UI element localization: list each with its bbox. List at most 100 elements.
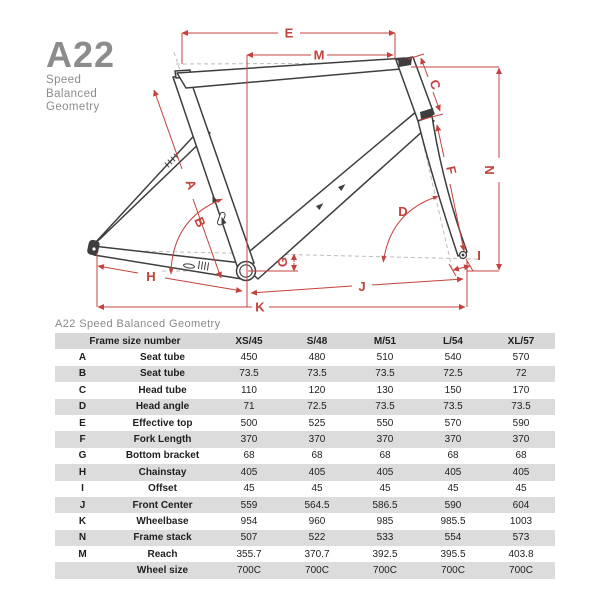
row-key: N	[55, 529, 110, 547]
cell: 700C	[487, 562, 555, 579]
cell: 586.5	[351, 496, 419, 514]
down-tube	[237, 110, 435, 280]
cell: 700C	[419, 562, 487, 579]
cell: 73.5	[419, 398, 487, 415]
cell: 570	[512, 352, 530, 364]
cell: 68	[515, 450, 527, 462]
row-name: Wheelbase	[136, 515, 189, 527]
cell: 522	[283, 529, 351, 547]
cell: 130	[376, 384, 394, 396]
cell: 450	[240, 352, 258, 364]
cell: 1003	[509, 515, 533, 527]
row-name: Wheel size	[110, 562, 215, 579]
dim-label-m: M	[314, 48, 325, 63]
frame-diagram: E M C N F D A B G H I J K	[87, 26, 502, 315]
cell: 403.8	[508, 548, 534, 560]
dimension-letters: E M C N F D A B G H I J K	[146, 26, 497, 315]
dim-label-d: D	[398, 204, 407, 219]
row-key: G	[78, 450, 87, 462]
cell: 45	[447, 483, 459, 495]
row-name: Effective top	[132, 417, 193, 429]
cell: 73.5	[215, 365, 283, 383]
cell: 73.5	[351, 365, 419, 383]
cell: 700C	[283, 562, 351, 579]
cell: 370	[487, 431, 555, 448]
headset-bottom-cap	[420, 108, 434, 119]
cell: 573	[487, 529, 555, 547]
cell: 45	[311, 483, 323, 495]
cell: 405	[487, 464, 555, 481]
cell: 395.5	[440, 548, 466, 560]
cell: 45	[379, 483, 391, 495]
cell: 71	[215, 398, 283, 415]
table-title: A22 Speed Balanced Geometry	[55, 318, 221, 330]
row-key: A	[78, 352, 87, 364]
cell: 73.5	[487, 398, 555, 415]
axle-line	[95, 249, 479, 260]
dim-label-i: I	[477, 248, 481, 263]
seat-angle-arc	[170, 199, 221, 271]
dim-label-c: C	[427, 77, 445, 92]
fork-blade	[417, 115, 468, 257]
cell: 73.5	[351, 398, 419, 415]
cell: 954	[240, 515, 258, 527]
cell: 700C	[351, 562, 419, 579]
row-name: Seat tube	[110, 365, 215, 383]
cell: 72.5	[419, 365, 487, 383]
head-angle-arc	[383, 196, 437, 259]
tube-arrows	[212, 184, 346, 225]
cell: 45	[243, 483, 255, 495]
seat-tube	[172, 75, 255, 267]
geometry-table: Frame size number XS/45 S/48 M/51 L/54 X…	[55, 333, 555, 579]
header-size-l: L/54	[419, 333, 487, 350]
header-size-xl: XL/57	[487, 333, 555, 350]
row-name: Seat tube	[139, 352, 185, 364]
cell: 960	[308, 515, 326, 527]
cell: 110	[241, 384, 257, 396]
cell: 985.5	[440, 515, 466, 527]
cell: 590	[419, 496, 487, 514]
tagline-line-2: Balanced	[46, 87, 98, 100]
headset-top-cap	[398, 58, 412, 67]
cell: 405	[419, 464, 487, 481]
cell: 985	[376, 515, 394, 527]
chainstay-port	[183, 263, 195, 269]
dim-label-f: F	[443, 165, 459, 176]
dim-label-a: A	[183, 177, 201, 192]
row-key: F	[55, 431, 110, 448]
front-axle	[461, 253, 465, 257]
row-key: K	[78, 515, 87, 527]
cell: 68	[243, 450, 255, 462]
row-key: I	[81, 483, 84, 495]
cell: 370	[283, 431, 351, 448]
cell: 355.7	[236, 548, 262, 560]
row-key: H	[55, 464, 110, 481]
row-key: D	[55, 398, 110, 415]
cell: 507	[215, 529, 283, 547]
row-name: Fork Length	[110, 431, 215, 448]
row-name: Frame stack	[110, 529, 215, 547]
cell: 554	[419, 529, 487, 547]
cell: 72.5	[283, 398, 351, 415]
cell: 604	[487, 496, 555, 514]
chainstay-hatch	[197, 260, 210, 271]
cell: 510	[376, 352, 394, 364]
header-size-s: S/48	[283, 333, 351, 350]
cell: 550	[376, 417, 394, 429]
cell: 405	[351, 464, 419, 481]
cell: 540	[444, 352, 462, 364]
cell: 73.5	[283, 365, 351, 383]
cell: 533	[351, 529, 419, 547]
row-name: Head tube	[138, 384, 187, 396]
cell: 570	[444, 417, 462, 429]
cell: 370	[215, 431, 283, 448]
cell: 590	[512, 417, 530, 429]
row-key: M	[78, 548, 87, 560]
seat-stays	[94, 126, 211, 244]
dim-label-n: N	[482, 165, 497, 174]
row-name: Front Center	[110, 496, 215, 514]
rear-axle	[92, 247, 96, 251]
cell: 405	[215, 464, 283, 481]
dimension-lines	[96, 30, 502, 310]
brand-block: A22 Speed Balanced Geometry	[46, 36, 115, 115]
